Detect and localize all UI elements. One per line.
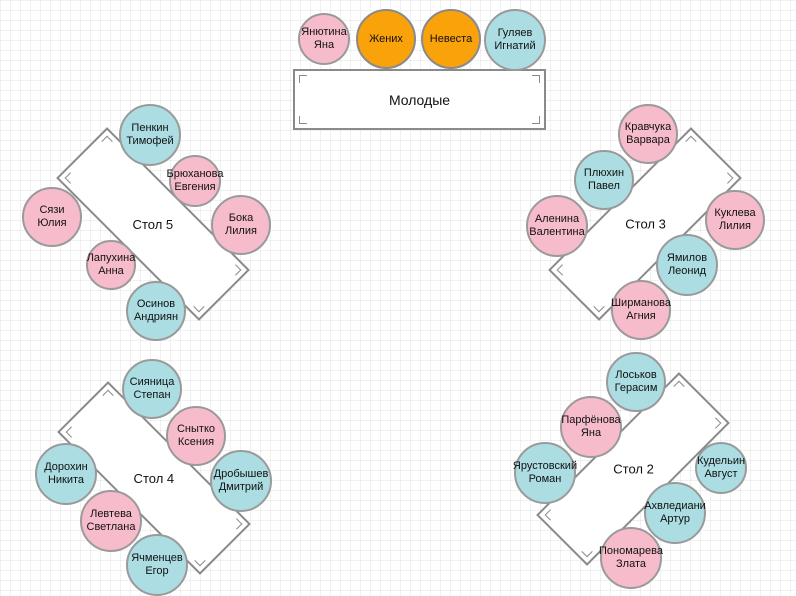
table-label: Стол 3 — [624, 216, 666, 232]
guest-first-name: Жених — [369, 32, 403, 45]
guest-first-name: Дробышев — [213, 468, 269, 480]
guest-first-name: Ширманова — [610, 297, 672, 309]
guest-first-name: Левтева — [90, 508, 132, 520]
guest-seat[interactable]: Лапухина Анна — [86, 240, 136, 290]
guest-last-name: Никита — [47, 474, 85, 486]
guest-last-name: Юлия — [37, 217, 67, 229]
guest-first-name: Пономарева — [599, 545, 663, 557]
head-table[interactable]: Молодые — [293, 69, 546, 130]
guest-last-name: Степан — [133, 389, 171, 401]
guest-seat[interactable]: Ярустовский Роман — [512, 442, 578, 504]
guest-seat[interactable]: Ячменцев Егор — [126, 534, 188, 596]
table-label: Молодые — [388, 91, 451, 108]
guest-first-name: Янютина — [301, 26, 347, 38]
guest-first-name: Бока — [228, 212, 254, 224]
guest-last-name: Леонид — [667, 265, 707, 277]
guest-seat[interactable]: Янютина Яна — [298, 13, 350, 65]
guest-first-name: Аленина — [534, 213, 580, 225]
guest-last-name: Лилия — [719, 220, 751, 232]
guest-seat[interactable]: Плюхин Павел — [574, 150, 634, 210]
guest-first-name: Сияница — [129, 376, 175, 388]
guest-first-name: Осинов — [136, 298, 176, 310]
guest-last-name: Герасим — [614, 382, 658, 394]
guest-seat[interactable]: Ширманова Агния — [611, 280, 671, 340]
guest-first-name: Плюхин — [583, 167, 625, 179]
guest-seat[interactable]: Куклева Лилия — [705, 190, 765, 250]
guest-last-name: Злата — [616, 558, 646, 570]
guest-first-name: Кудельин — [696, 455, 746, 467]
guest-seat[interactable]: Пономарева Злата — [599, 527, 663, 589]
guest-seat[interactable]: Кравчука Варвара — [618, 104, 678, 164]
guest-seat[interactable]: Гуляев Игнатий — [484, 9, 546, 71]
guest-last-name: Яна — [580, 427, 602, 439]
guest-seat[interactable]: Пенкин Тимофей — [119, 104, 181, 166]
guest-first-name: Лоськов — [615, 369, 657, 381]
guest-seat[interactable]: Левтева Светлана — [80, 490, 142, 552]
guest-seat[interactable]: Лоськов Герасим — [606, 352, 666, 412]
guest-seat[interactable]: Сязи Юлия — [22, 187, 82, 247]
guest-seat[interactable]: Парфёнова Яна — [560, 396, 622, 458]
guest-first-name: Брюханова — [166, 168, 224, 180]
guest-last-name: Игнатий — [494, 40, 536, 52]
guest-first-name: Пенкин — [131, 122, 169, 134]
guest-last-name: Ксения — [177, 436, 215, 448]
guest-first-name: Дорохин — [44, 461, 88, 473]
guest-seat[interactable]: Кудельин Август — [695, 442, 747, 494]
guest-first-name: Гуляев — [497, 27, 533, 39]
guest-first-name: Кравчука — [624, 121, 672, 133]
guest-seat[interactable]: Снытко Ксения — [166, 406, 226, 466]
guest-last-name: Артур — [660, 513, 690, 525]
guest-seat[interactable]: Ахвледиани Артур — [644, 482, 706, 544]
guest-seat[interactable]: Сияница Степан — [122, 359, 182, 419]
guest-last-name: Анна — [98, 265, 124, 277]
guest-last-name: Светлана — [86, 521, 136, 533]
guest-first-name: Ахвледиани — [644, 500, 706, 512]
guest-seat[interactable]: Дробышев Дмитрий — [210, 450, 272, 512]
guest-last-name: Дмитрий — [218, 481, 264, 493]
guest-last-name: Егор — [145, 565, 169, 577]
table-label: Стол 5 — [132, 216, 174, 232]
guest-last-name: Андриян — [133, 311, 179, 323]
guest-seat[interactable]: Аленина Валентина — [526, 195, 588, 257]
guest-last-name: Валентина — [529, 226, 585, 238]
guest-first-name: Ячменцев — [131, 552, 183, 564]
guest-first-name: Лапухина — [86, 252, 136, 264]
guest-first-name: Ярустовский — [512, 460, 578, 472]
guest-seat[interactable]: Брюханова Евгения — [166, 155, 224, 207]
guest-first-name: Ямилов — [666, 252, 708, 264]
table-label: Стол 2 — [612, 461, 654, 477]
guest-last-name: Тимофей — [126, 135, 174, 147]
guest-first-name: Куклева — [714, 207, 756, 219]
guest-last-name: Варвара — [626, 134, 670, 146]
guest-first-name: Снытко — [176, 423, 216, 435]
guest-last-name: Яна — [313, 39, 335, 51]
guest-first-name: Сязи — [39, 204, 65, 216]
guest-last-name: Павел — [588, 180, 620, 192]
guest-seat-bride[interactable]: Невеста — [421, 9, 481, 69]
guest-last-name: Агния — [626, 310, 656, 322]
guest-seat[interactable]: Ямилов Леонид — [656, 234, 718, 296]
guest-first-name: Невеста — [429, 32, 473, 45]
guest-last-name: Август — [704, 468, 738, 480]
guest-first-name: Парфёнова — [561, 414, 621, 426]
guest-seat[interactable]: Дорохин Никита — [35, 443, 97, 505]
guest-seat[interactable]: Бока Лилия — [211, 195, 271, 255]
guest-seat[interactable]: Осинов Андриян — [126, 281, 186, 341]
guest-last-name: Евгения — [174, 181, 216, 193]
table-label: Стол 4 — [133, 470, 175, 486]
guest-last-name: Роман — [528, 473, 562, 485]
guest-seat-groom[interactable]: Жених — [356, 9, 416, 69]
guest-last-name: Лилия — [225, 225, 257, 237]
